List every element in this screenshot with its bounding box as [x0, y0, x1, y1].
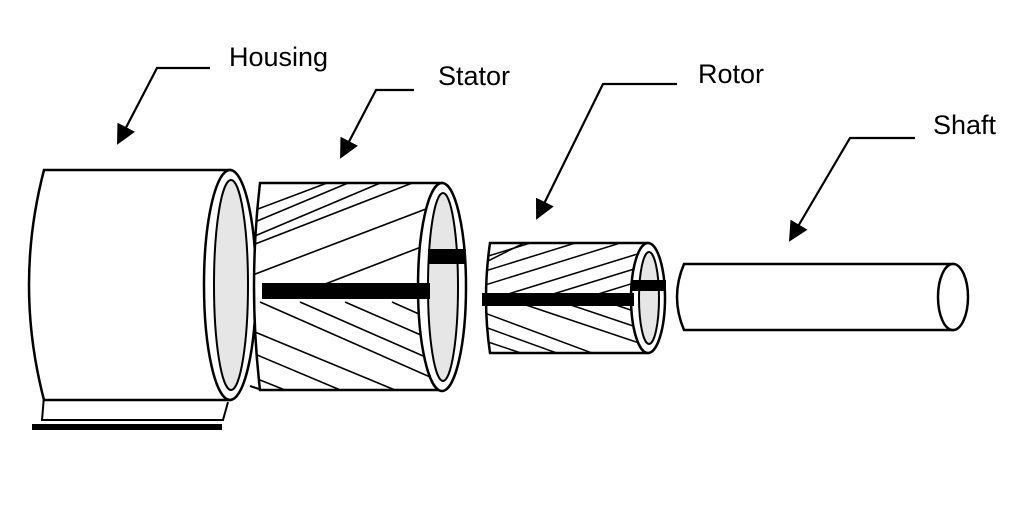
stator-key-slot	[262, 283, 430, 299]
rotor-key-slot-front	[632, 280, 666, 291]
housing-base	[32, 424, 222, 430]
shaft-label: Shaft	[933, 110, 997, 140]
rotor-part	[482, 241, 667, 355]
housing-part	[27, 168, 263, 430]
housing-leader-arrow	[117, 66, 210, 145]
shaft-part	[675, 262, 970, 332]
stator-key-slot-front	[428, 249, 466, 264]
stator-leader-arrow	[340, 88, 414, 159]
rotor-label: Rotor	[698, 59, 765, 89]
housing-label: Housing	[229, 42, 329, 72]
shaft-leader-arrow	[788, 136, 915, 242]
stator-part	[252, 181, 468, 393]
stator-label: Stator	[438, 61, 511, 91]
rotor-key-slot	[482, 293, 634, 306]
callout-leaders	[117, 66, 915, 242]
rotor-leader-arrow	[535, 82, 677, 220]
